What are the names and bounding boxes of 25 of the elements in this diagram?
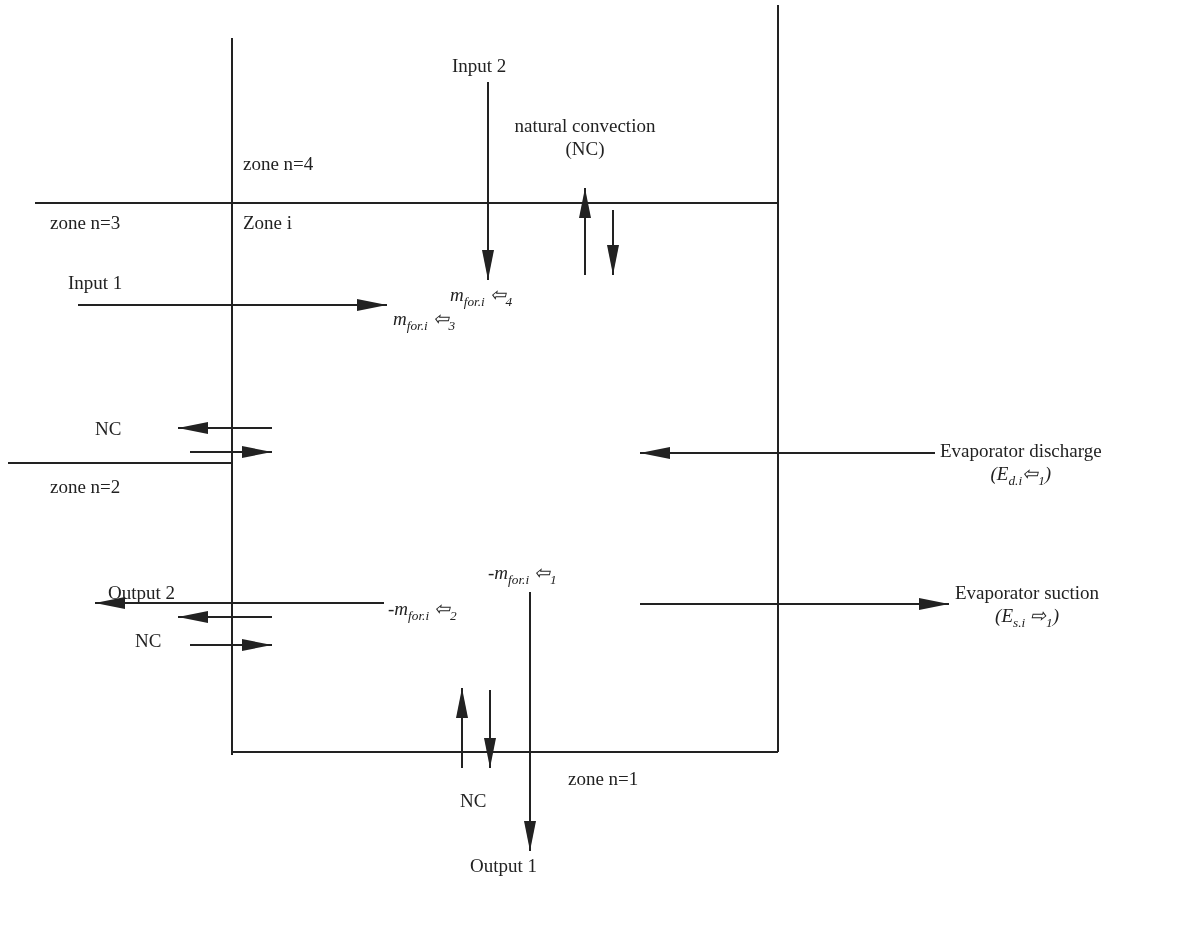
zone-label: NC (135, 630, 162, 653)
zone-label: zone n=4 (243, 153, 314, 176)
zone-label: NC (460, 790, 487, 813)
flow-arrow (639, 598, 950, 610)
flow-formula: m$_{for.i}$ ⇦$_{3}$ (393, 308, 456, 334)
zone-label: Input 1 (68, 272, 123, 295)
flow-arrow (524, 591, 536, 852)
flow-label: Evaporator suction (E$_{s.i}$ ⇨$_{1}$) (955, 582, 1100, 631)
flow-arrow (77, 299, 388, 311)
flow-label: Input 2 (452, 55, 507, 78)
flow-formula: m$_{for.i}$ ⇦$_{4}$ (450, 284, 513, 310)
flow-arrow (639, 447, 936, 459)
zone-label: Zone i (243, 212, 293, 235)
flow-formula: -m$_{for.i}$ ⇦$_{2}$ (388, 598, 457, 624)
zone-label: zone n=2 (50, 476, 121, 499)
flow-arrow (482, 81, 494, 281)
zone-label: NC (95, 418, 122, 441)
zone-label: natural convection (NC) (513, 115, 657, 161)
flow-label: Output 2 (95, 582, 176, 607)
zone-label: zone n=3 (50, 212, 121, 235)
flow-label: Output 1 (470, 855, 538, 878)
flow-formula: -m$_{for.i}$ ⇦$_{1}$ (488, 562, 557, 588)
flow-arrow (94, 597, 385, 609)
flow-label: Evaporator discharge (E$_{d.i}$⇦$_{1}$) (940, 440, 1102, 489)
zone-label: zone n=1 (568, 768, 639, 791)
